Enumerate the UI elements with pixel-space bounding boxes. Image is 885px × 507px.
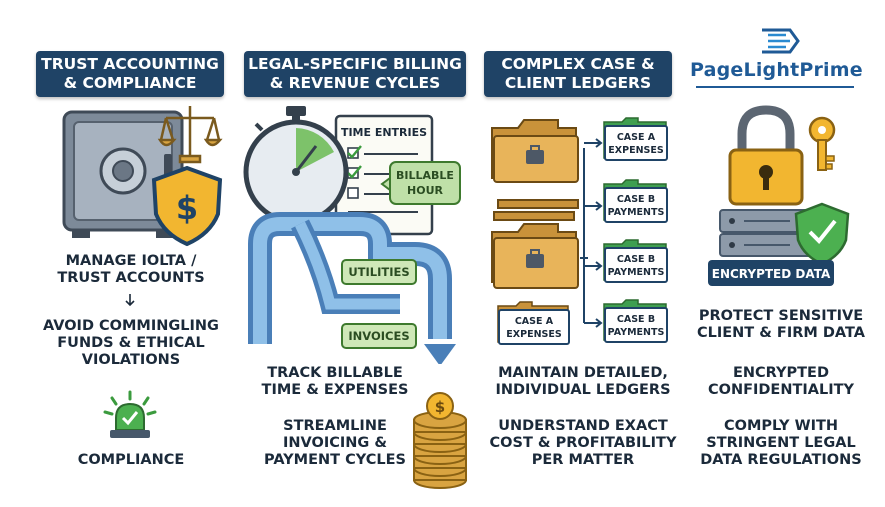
header-line: & COMPLIANCE (63, 74, 197, 92)
brand-logo: PageLightPrime (690, 26, 863, 96)
billing-item-1: TRACK BILLABLE TIME & EXPENSES (250, 365, 420, 399)
doc-title: TIME ENTRIES (341, 126, 427, 139)
security-illustration: ENCRYPTED DATA (708, 105, 850, 286)
pipe-label-invoices: INVOICES (341, 323, 417, 349)
subfolder-line: PAYMENTS (608, 267, 665, 278)
alarm-light-icon (103, 390, 157, 438)
subfolder-case-b-payments: CASE B PAYMENTS (603, 179, 668, 223)
header-line: LEGAL-SPECIFIC BILLING (248, 55, 462, 73)
header-line: COMPLEX CASE & (501, 55, 655, 73)
subfolder-line: CASE A (515, 316, 554, 327)
billing-illustration: TIME ENTRIES BILLABLE HOUR (243, 106, 461, 364)
text-line: FUNDS & ETHICAL (57, 335, 205, 351)
svg-text:$: $ (176, 189, 198, 227)
text-line: INDIVIDUAL LEDGERS (495, 382, 671, 398)
folder-stack-icon (491, 199, 579, 289)
text-line: PAYMENT CYCLES (264, 452, 406, 468)
key-icon (808, 116, 836, 171)
text-line: PER MATTER (531, 452, 635, 468)
badge-line: BILLABLE (396, 169, 454, 182)
padlock-icon (728, 105, 804, 206)
text-line: STRINGENT LEGAL (706, 435, 856, 451)
scales-of-justice-icon (157, 106, 223, 164)
header-line: TRUST ACCOUNTING (41, 55, 219, 73)
brand-name: PageLightPrime (690, 59, 863, 81)
subfolder-case-b-payments: CASE B PAYMENTS (603, 299, 668, 343)
subfolder-line: CASE B (617, 314, 655, 325)
header-ledgers: COMPLEX CASE & CLIENT LEDGERS (484, 51, 672, 97)
billing-item-2: STREAMLINE INVOICING & PAYMENT CYCLES (250, 418, 420, 469)
trust-illustration: $ (62, 106, 223, 247)
header-line: & REVENUE CYCLES (269, 74, 441, 92)
check-shield-icon (794, 202, 850, 266)
pipe-icon (248, 212, 456, 364)
subfolder-line: EXPENSES (506, 329, 562, 340)
subfolder-line: PAYMENTS (608, 327, 665, 338)
trust-item-1: MANAGE IOLTA / TRUST ACCOUNTS (36, 253, 226, 287)
text-line: UNDERSTAND EXACT (498, 418, 668, 434)
text-line: AVOID COMMINGLING (43, 318, 219, 334)
subfolder-case-a-expenses: CASE A EXPENSES (603, 117, 668, 161)
text-line: TRUST ACCOUNTS (57, 270, 205, 286)
folder-icon (491, 119, 579, 183)
encrypted-data-label: ENCRYPTED DATA (708, 260, 834, 286)
encrypted-data-text: ENCRYPTED DATA (712, 267, 831, 281)
text-line: TRACK BILLABLE (267, 365, 403, 381)
header-trust-accounting: TRUST ACCOUNTING & COMPLIANCE (36, 51, 224, 97)
logo-mark-icon (762, 28, 800, 54)
security-item-3: COMPLY WITH STRINGENT LEGAL DATA REGULAT… (686, 418, 876, 469)
text-line: MAINTAIN DETAILED, (498, 365, 668, 381)
ledgers-item-2: UNDERSTAND EXACT COST & PROFITABILITY PE… (482, 418, 684, 469)
subfolder-case-b-payments: CASE B PAYMENTS (603, 239, 668, 283)
text-line: TIME & EXPENSES (261, 382, 409, 398)
text-line: STREAMLINE (283, 418, 387, 434)
text-line: COMPLY WITH (724, 418, 838, 434)
text-line: INVOICING & (283, 435, 387, 451)
text-line: ENCRYPTED (732, 365, 829, 381)
text-line: CONFIDENTIALITY (707, 382, 854, 398)
subfolder-line: CASE A (617, 132, 656, 143)
security-item-2: ENCRYPTED CONFIDENTIALITY (686, 365, 876, 399)
dollar-shield-icon: $ (151, 165, 223, 247)
text-line: VIOLATIONS (81, 352, 181, 368)
pipe-label-utilities: UTILITIES (341, 259, 417, 285)
text-line: CLIENT & FIRM DATA (696, 325, 865, 341)
trust-item-3: COMPLIANCE (36, 452, 226, 469)
text-line: COST & PROFITABILITY (489, 435, 677, 451)
trust-item-2: AVOID COMMINGLING FUNDS & ETHICAL VIOLAT… (30, 318, 232, 369)
text-line: MANAGE IOLTA / (65, 253, 197, 269)
ledgers-item-1: MAINTAIN DETAILED, INDIVIDUAL LEDGERS (488, 365, 678, 399)
ledgers-illustration: CASE A EXPENSES CASE B PAYMENTS CASE B P… (491, 117, 668, 345)
coin-symbol: $ (435, 398, 445, 416)
text-line: DATA REGULATIONS (700, 452, 862, 468)
safe-icon (62, 110, 184, 238)
arrow-down-icon (125, 294, 135, 307)
stopwatch-icon (243, 106, 349, 225)
text-line: COMPLIANCE (77, 452, 185, 468)
header-line: CLIENT LEDGERS (504, 74, 652, 92)
pipe-label: UTILITIES (348, 265, 409, 279)
subfolder-case-a-expenses: CASE A EXPENSES (497, 301, 570, 345)
subfolder-line: CASE B (617, 194, 655, 205)
text-line: PROTECT SENSITIVE (698, 308, 864, 324)
subfolder-line: EXPENSES (608, 145, 664, 156)
brand-underline (696, 86, 854, 88)
badge-line: HOUR (407, 184, 443, 197)
subfolder-line: PAYMENTS (608, 207, 665, 218)
billable-hour-badge: BILLABLE HOUR (380, 161, 461, 205)
header-billing: LEGAL-SPECIFIC BILLING & REVENUE CYCLES (244, 51, 466, 97)
subfolder-line: CASE B (617, 254, 655, 265)
security-item-1: PROTECT SENSITIVE CLIENT & FIRM DATA (686, 308, 876, 342)
coin-stack-icon: $ (413, 392, 467, 489)
pipe-label: INVOICES (348, 329, 409, 343)
